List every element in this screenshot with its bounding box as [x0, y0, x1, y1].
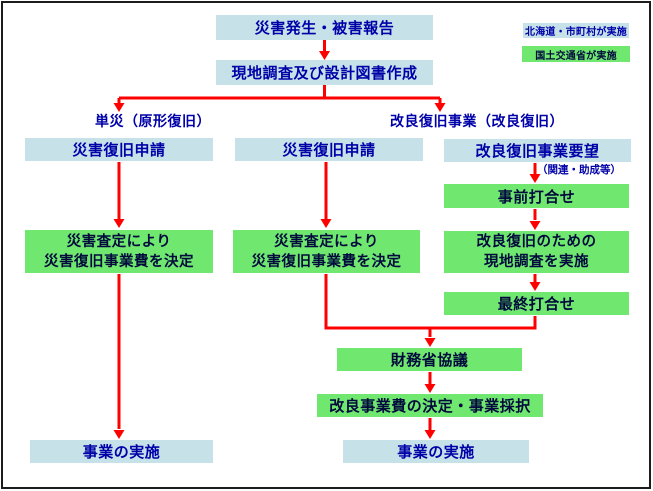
node-recovery-application-left: 災害復旧申請 — [25, 138, 213, 161]
node-cost-decision: 改良事業費の決定・事業採択 — [317, 394, 543, 417]
node-preliminary-meeting: 事前打合せ — [444, 184, 629, 208]
node-mof-consultation: 財務省協議 — [337, 348, 522, 371]
branch-label-single-disaster: 単災（原形復旧） — [95, 114, 211, 130]
node-final-meeting: 最終打合せ — [444, 292, 629, 315]
node-improvement-request: 改良復旧事業要望 — [444, 139, 631, 162]
node-implementation-right: 事業の実施 — [343, 440, 529, 463]
note-related-subsidies: （関連・助成等） — [537, 164, 621, 176]
node-implementation-left: 事業の実施 — [30, 440, 213, 463]
node-assessment-left: 災害査定により 災害復旧事業費を決定 — [25, 230, 213, 273]
node-improvement-site-survey: 改良復旧のための 現地調査を実施 — [444, 231, 629, 273]
node-assessment-mid: 災害査定により 災害復旧事業費を決定 — [233, 230, 420, 273]
legend-hokkaido-municipality: 北海道・市町村が実施 — [523, 23, 629, 38]
branch-label-improved-restoration: 改良復旧事業（改良復旧） — [390, 114, 564, 130]
node-recovery-application-mid: 災害復旧申請 — [235, 138, 423, 161]
node-disaster-report: 災害発生・被害報告 — [216, 15, 433, 40]
legend-mlit: 国土交通省が実施 — [522, 46, 630, 62]
node-site-survey: 現地調査及び設計図書作成 — [216, 60, 433, 85]
